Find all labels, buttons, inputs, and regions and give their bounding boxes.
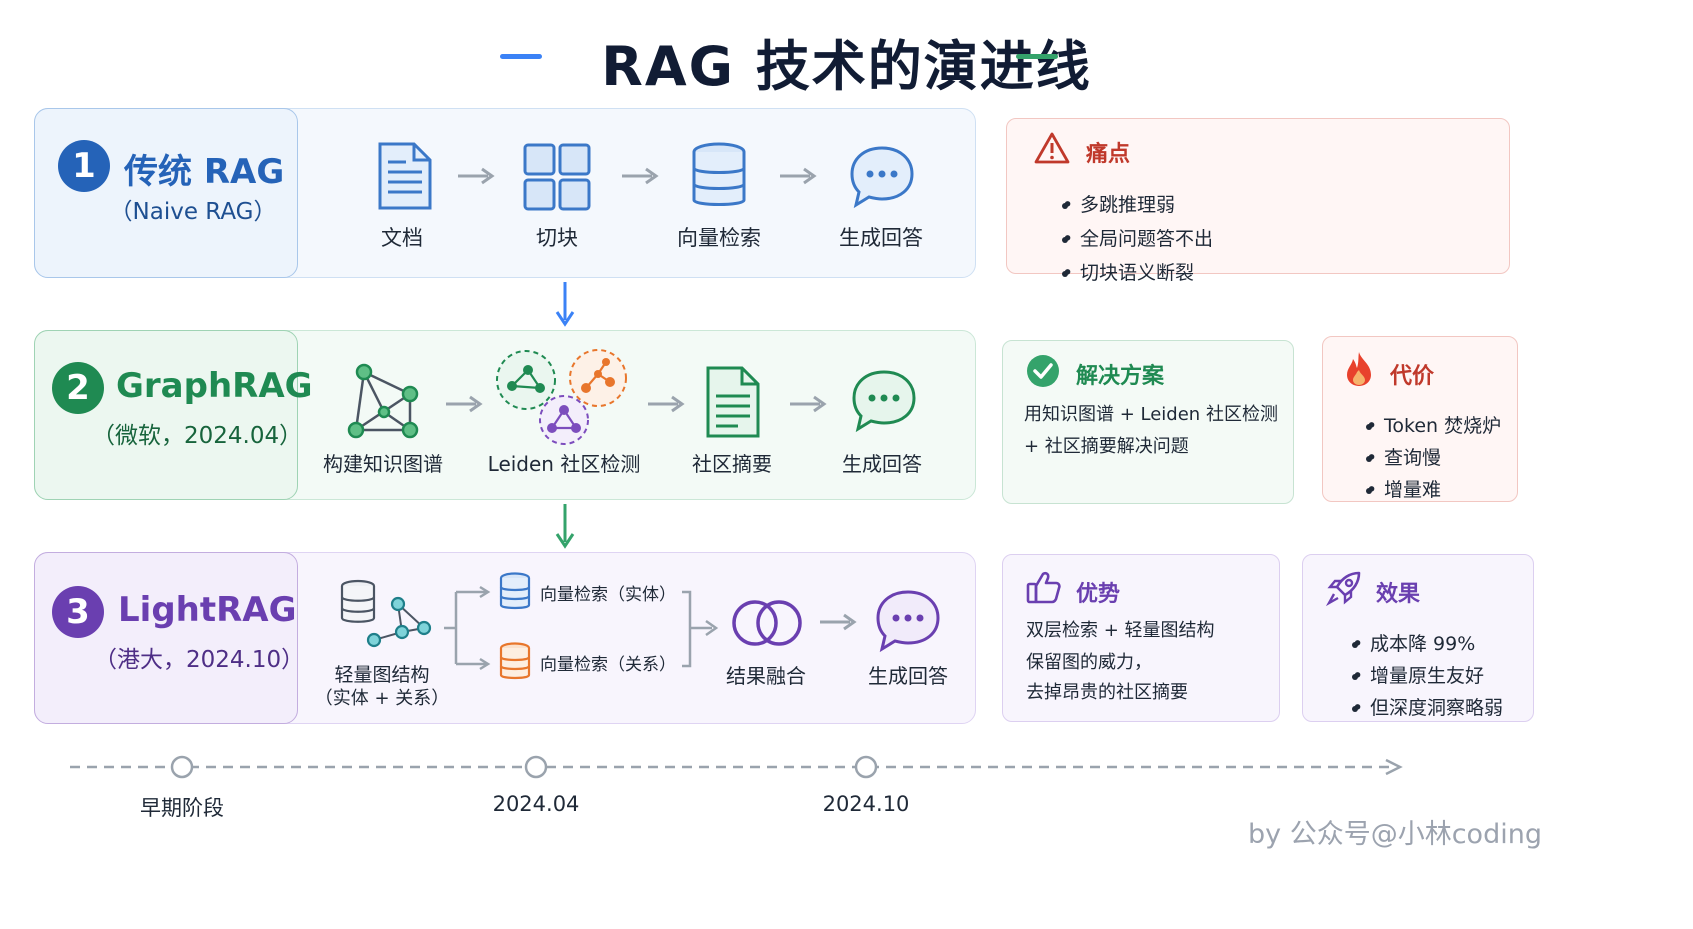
cost-list: Token 焚烧炉 查询慢 增量难 <box>1344 394 1501 522</box>
pain-title: 痛点 <box>1086 142 1131 167</box>
chat-icon <box>850 146 914 209</box>
stage-3-subtitle: （港大，2024.10） <box>94 647 305 673</box>
advantage-line: 去掉昂贵的社区摘要 <box>1026 682 1188 703</box>
advantage-title: 优势 <box>1076 582 1121 607</box>
page-title: RAG 技术的演进线 <box>601 35 1092 98</box>
stage-2-arrow-3 <box>790 395 827 413</box>
down-arrow-2 <box>555 504 575 549</box>
title-dash-right <box>1016 54 1058 59</box>
stage-2-arrow-2 <box>648 395 685 413</box>
stage-2-arrow-1 <box>446 395 483 413</box>
title-dash-left <box>500 54 542 59</box>
stage-2-step-1: 构建知识图谱 <box>323 452 443 476</box>
community-icon <box>496 349 627 445</box>
cost-item: 增量难 <box>1366 474 1501 506</box>
light-graph-icon <box>340 579 432 648</box>
stage-1-label-box <box>34 108 298 278</box>
cost-item: Token 焚烧炉 <box>1366 410 1501 442</box>
credit: by 公众号@小林coding <box>1248 819 1542 850</box>
grid-icon <box>523 143 591 211</box>
branch-lines <box>444 585 491 671</box>
pain-list: 多跳推理弱 全局问题答不出 切块语义断裂 <box>1040 172 1213 306</box>
summary-icon <box>706 366 760 438</box>
timeline-line <box>70 755 1403 779</box>
rings-icon <box>732 600 802 646</box>
stage-3-name: LightRAG <box>118 590 297 630</box>
effect-item: 增量原生友好 <box>1352 660 1503 692</box>
stage-1-number: 1 <box>58 140 110 192</box>
solution-line: + 社区摘要解决问题 <box>1024 436 1189 457</box>
timeline-label: 2024.04 <box>492 792 580 816</box>
solution-title: 解决方案 <box>1076 364 1165 389</box>
pain-item: 多跳推理弱 <box>1062 188 1213 222</box>
stage-2-label-box <box>34 330 298 500</box>
stage-2-step-3: 社区摘要 <box>692 452 772 476</box>
solution-line: 用知识图谱 + Leiden 社区检测 <box>1024 404 1278 425</box>
warning-icon <box>1034 132 1070 164</box>
stage-2-number: 2 <box>52 362 104 414</box>
stage-3-step-2: 向量检索（实体） <box>540 585 676 605</box>
effect-item: 但深度洞察略弱 <box>1352 692 1503 724</box>
effect-title: 效果 <box>1376 582 1421 607</box>
stage-1-step-2: 切块 <box>536 226 578 250</box>
advantage-line: 保留图的威力， <box>1026 652 1152 673</box>
check-icon <box>1027 355 1059 387</box>
stage-3-label-box <box>34 552 298 724</box>
stage-1-step-3: 向量检索 <box>677 226 761 250</box>
stage-1-step-4: 生成回答 <box>839 226 923 250</box>
stage-1-arrow-1 <box>458 167 495 185</box>
stage-1-name: 传统 RAG <box>124 152 285 192</box>
fire-icon <box>1347 352 1371 386</box>
timeline-label: 2024.10 <box>822 792 910 816</box>
chat-icon <box>852 370 916 433</box>
stage-3-arrow <box>820 613 857 631</box>
advantage-line: 双层检索 + 轻量图结构 <box>1026 620 1215 641</box>
document-icon <box>378 142 432 210</box>
stage-2-step-2: Leiden 社区检测 <box>487 452 641 476</box>
merge-lines <box>682 590 719 668</box>
stage-1-arrow-2 <box>622 167 659 185</box>
stage-3-number: 3 <box>52 586 104 638</box>
timeline-label: 早期阶段 <box>140 796 224 820</box>
pain-item: 切块语义断裂 <box>1062 256 1213 290</box>
stage-2-name: GraphRAG <box>116 366 313 406</box>
pain-item: 全局问题答不出 <box>1062 222 1213 256</box>
stage-3-step-1-sub: （实体 + 关系） <box>314 688 450 709</box>
stage-1-arrow-3 <box>780 167 817 185</box>
stage-3-step-3: 向量检索（关系） <box>540 655 676 675</box>
effect-item: 成本降 99% <box>1352 628 1503 660</box>
stage-2-step-4: 生成回答 <box>842 452 922 476</box>
stage-1-step-1: 文档 <box>381 226 423 250</box>
cost-title: 代价 <box>1390 364 1435 389</box>
chat-icon <box>876 590 940 653</box>
database-icon <box>692 142 746 206</box>
down-arrow-1 <box>555 282 575 327</box>
stage-3-step-5: 生成回答 <box>868 664 948 688</box>
effect-list: 成本降 99% 增量原生友好 但深度洞察略弱 <box>1330 612 1503 740</box>
stage-2-subtitle: （微软，2024.04） <box>92 423 303 449</box>
graph-icon <box>347 363 419 439</box>
cost-item: 查询慢 <box>1366 442 1501 474</box>
database-icon-orange <box>499 642 531 680</box>
thumbs-up-icon <box>1026 571 1061 604</box>
stage-3-step-1: 轻量图结构 <box>334 664 430 686</box>
stage-3-step-4: 结果融合 <box>726 664 806 688</box>
stage-1-subtitle: （Naive RAG） <box>109 199 277 225</box>
rocket-icon <box>1325 571 1361 607</box>
database-icon-blue <box>499 572 531 610</box>
